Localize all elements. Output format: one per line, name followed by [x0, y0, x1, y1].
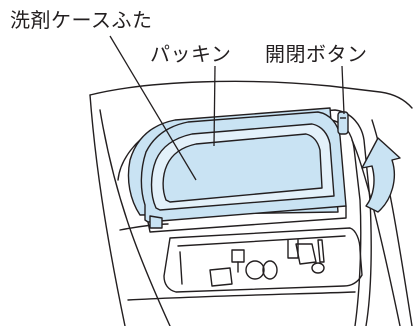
dispenser-opening: [163, 227, 363, 293]
label-open-close-button: 開閉ボタン: [265, 42, 368, 66]
leader-line-packing: [213, 65, 216, 147]
dispenser-tab-right: [287, 239, 299, 259]
lid-packing-inner: [162, 133, 323, 203]
dispenser-knob-2: [262, 260, 278, 280]
dispenser-knob-1: [245, 260, 265, 280]
washer-body-curve: [99, 109, 171, 326]
washer-left-side: [89, 94, 126, 326]
detergent-case-lid: [127, 107, 347, 233]
dispenser-tab-left: [231, 249, 245, 263]
dispenser-knob-3: [311, 262, 325, 274]
open-close-button: [337, 111, 349, 135]
dispenser-rim: [177, 235, 346, 247]
dispenser-inner-wall: [179, 251, 183, 285]
dispenser-cap: [295, 243, 317, 265]
washer-top-edge: [89, 80, 413, 109]
washer-lower-line-1: [127, 291, 356, 301]
lid-hinge: [149, 215, 163, 229]
leader-line-case: [109, 35, 197, 181]
leader-line-button: [341, 65, 345, 115]
label-packing: パッキン: [150, 42, 232, 66]
label-detergent-case-lid: 洗剤ケースふた: [10, 8, 153, 32]
dispenser-detail: [209, 267, 233, 287]
dispenser-post-right: [317, 239, 325, 263]
lid-bottom-edge: [147, 206, 347, 233]
housing-outer: [117, 109, 372, 326]
open-direction-arrow: [361, 137, 401, 213]
button-body: [337, 111, 349, 135]
